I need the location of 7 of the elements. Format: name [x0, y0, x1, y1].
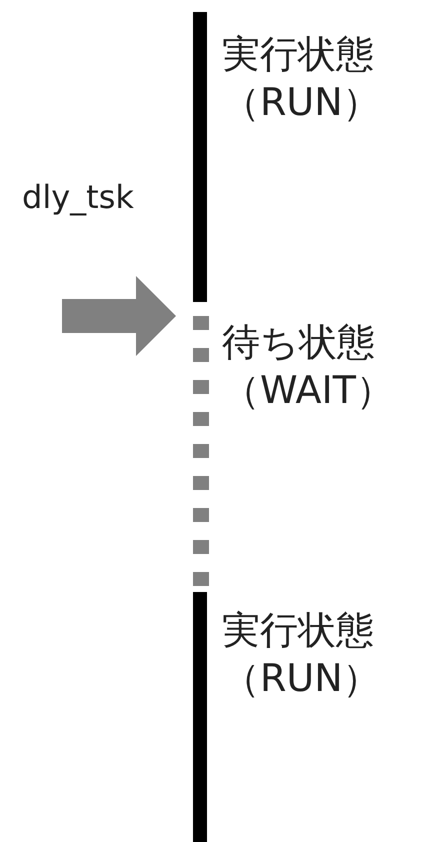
timeline-bar	[193, 12, 207, 302]
state-label: 実行状態（RUN）	[222, 31, 382, 126]
timeline-bar	[193, 592, 207, 842]
state-label: 実行状態（RUN）	[222, 607, 382, 702]
function-label: dly_tsk	[22, 178, 134, 216]
arrow	[62, 276, 176, 356]
state-label: 待ち状態（WAIT）	[222, 319, 395, 414]
